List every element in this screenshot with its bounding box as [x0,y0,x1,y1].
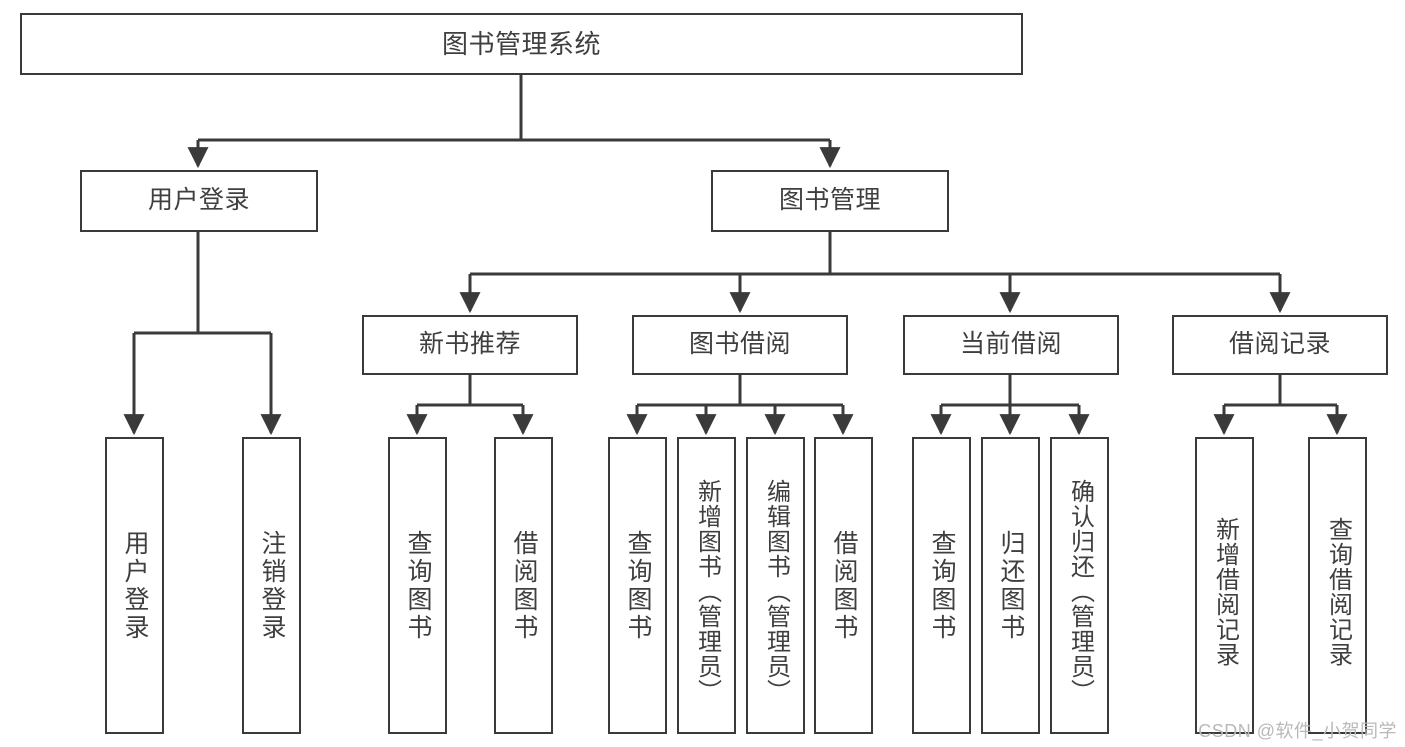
node-leaf-return-book[interactable]: 归还图书 [981,437,1040,734]
node-leaf-query-book-1[interactable]: 查询图书 [388,437,447,734]
node-book-borrow-label: 图书借阅 [688,330,791,359]
node-leaf-query-book-2[interactable]: 查询图书 [608,437,667,734]
node-leaf-query-book-3-label: 查询图书 [928,529,956,642]
node-leaf-logout-label: 注销登录 [258,529,286,642]
node-leaf-borrow-book-2[interactable]: 借阅图书 [814,437,873,734]
node-leaf-add-book[interactable]: 新增图书（管理员） [677,437,736,734]
node-leaf-confirm-return-label: 确认归还（管理员） [1066,479,1094,704]
node-leaf-user-login[interactable]: 用户登录 [105,437,164,734]
node-leaf-add-book-label: 新增图书（管理员） [693,479,721,704]
node-new-book-recommend[interactable]: 新书推荐 [362,315,578,375]
node-leaf-edit-book-label: 编辑图书（管理员） [762,479,790,704]
node-borrow-record-label: 借阅记录 [1228,330,1331,359]
node-new-book-recommend-label: 新书推荐 [418,330,521,359]
node-leaf-borrow-book-2-label: 借阅图书 [830,529,858,642]
node-book-manage[interactable]: 图书管理 [711,170,949,232]
node-leaf-query-record-label: 查询借阅记录 [1324,516,1352,667]
node-borrow-record[interactable]: 借阅记录 [1172,315,1388,375]
node-book-borrow[interactable]: 图书借阅 [632,315,848,375]
node-current-borrow[interactable]: 当前借阅 [903,315,1119,375]
node-book-manage-label: 图书管理 [778,186,881,215]
node-leaf-user-login-label: 用户登录 [121,529,149,642]
node-root-label: 图书管理系统 [441,28,601,59]
node-leaf-logout[interactable]: 注销登录 [242,437,301,734]
node-current-borrow-label: 当前借阅 [959,330,1062,359]
node-leaf-query-record[interactable]: 查询借阅记录 [1308,437,1367,734]
node-root[interactable]: 图书管理系统 [20,13,1023,75]
node-user-login-label: 用户登录 [147,186,250,215]
node-leaf-add-record-label: 新增借阅记录 [1211,516,1239,667]
node-leaf-return-book-label: 归还图书 [997,529,1025,642]
node-leaf-add-record[interactable]: 新增借阅记录 [1195,437,1254,734]
node-user-login[interactable]: 用户登录 [80,170,318,232]
node-leaf-query-book-2-label: 查询图书 [624,529,652,642]
node-leaf-edit-book[interactable]: 编辑图书（管理员） [746,437,805,734]
node-leaf-confirm-return[interactable]: 确认归还（管理员） [1050,437,1109,734]
node-leaf-borrow-book-1-label: 借阅图书 [510,529,538,642]
node-leaf-query-book-1-label: 查询图书 [404,529,432,642]
node-leaf-borrow-book-1[interactable]: 借阅图书 [494,437,553,734]
node-leaf-query-book-3[interactable]: 查询图书 [912,437,971,734]
